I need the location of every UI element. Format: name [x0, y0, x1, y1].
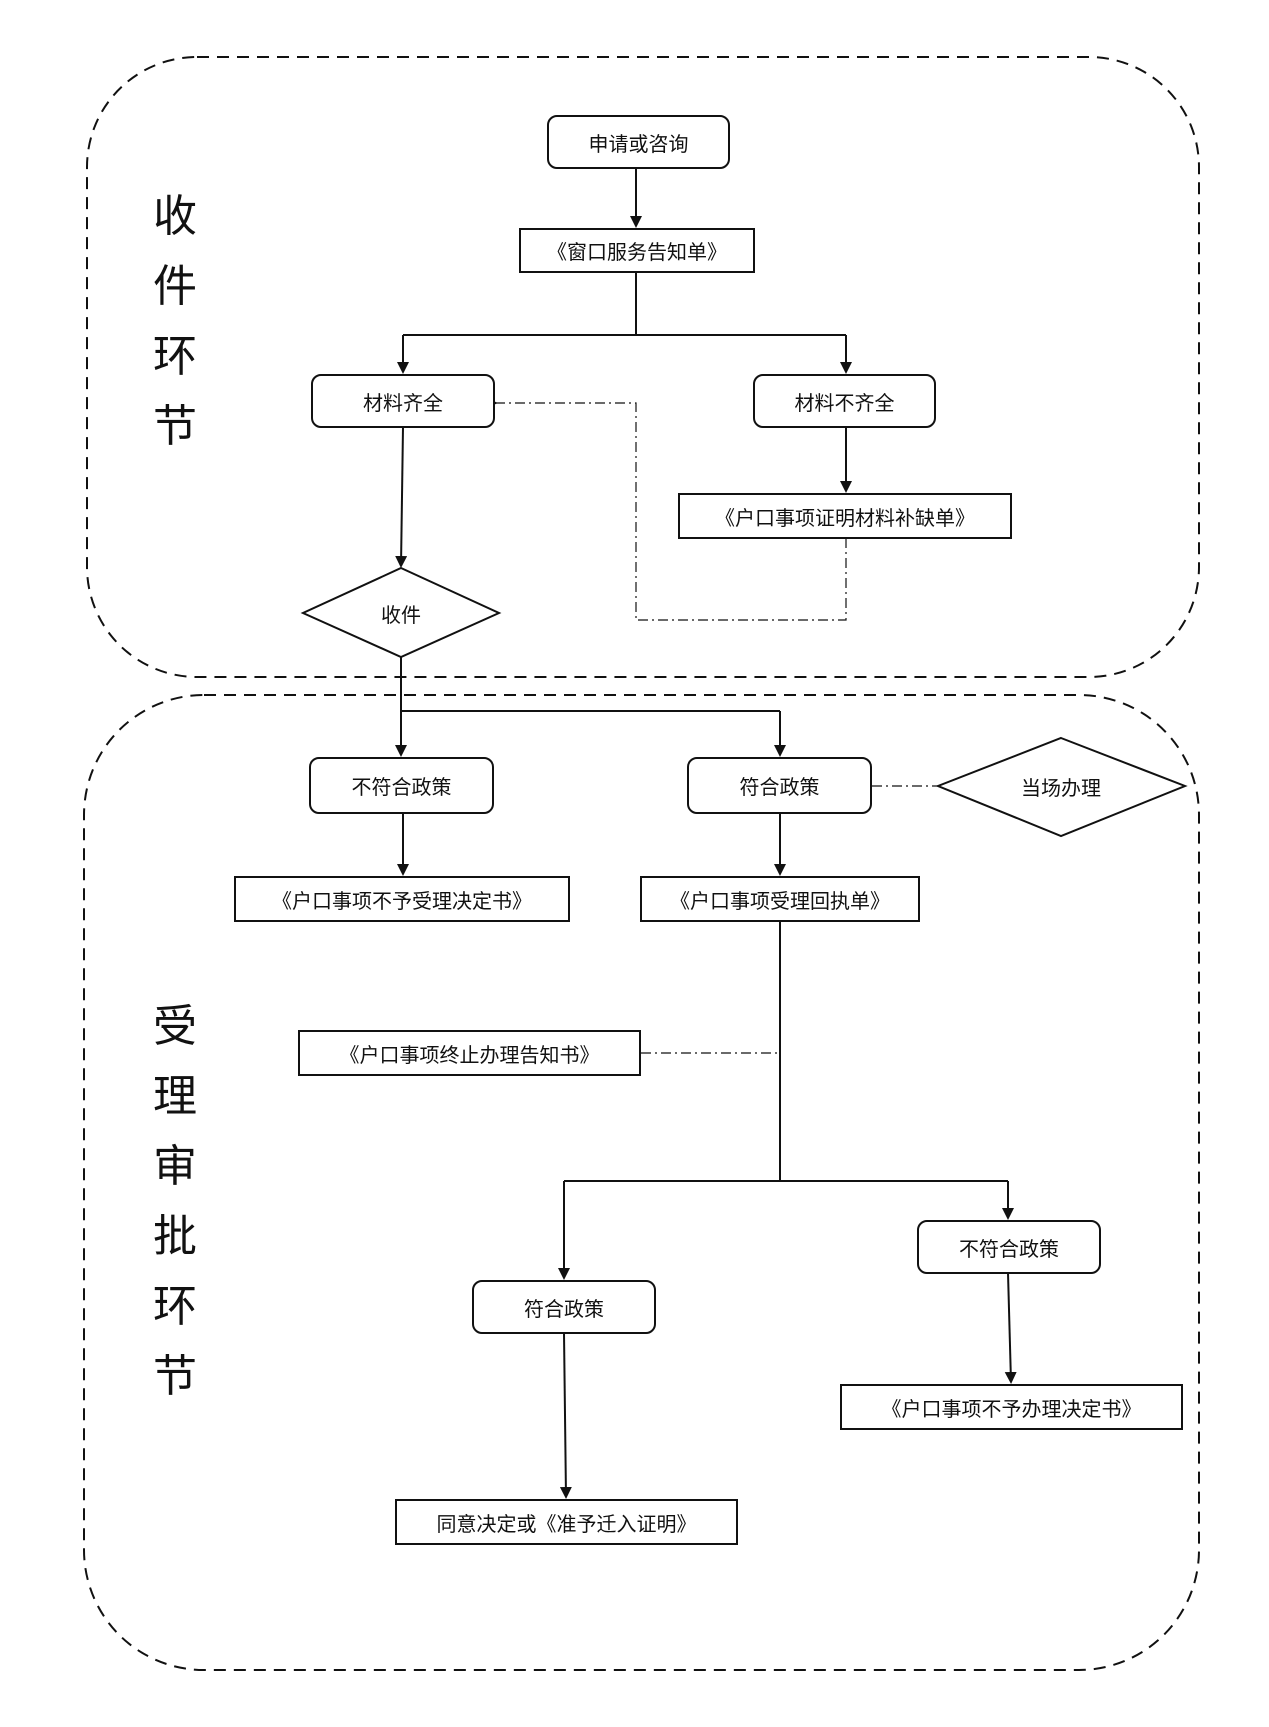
reject-acceptance-node[interactable]: 《户口事项不予受理决定书》	[234, 876, 570, 922]
not-compliant-1-node[interactable]: 不符合政策	[309, 757, 494, 814]
materials-complete-node[interactable]: 材料齐全	[311, 374, 495, 428]
review-char-4: 批	[153, 1211, 197, 1262]
on-site-label: 当场办理	[1021, 775, 1101, 800]
intake-char-1: 收	[153, 191, 197, 242]
edge-complete-to-receive	[395, 426, 408, 568]
intake-stage-label: 收 件 环 节	[145, 195, 205, 475]
intake-char-4: 节	[153, 401, 197, 452]
compliant-1-node[interactable]: 符合政策	[687, 757, 872, 814]
edge-compliant-to-approval	[559, 1332, 572, 1499]
supplement-form-node[interactable]: 《户口事项证明材料补缺单》	[678, 493, 1012, 539]
review-char-5: 环	[153, 1281, 197, 1332]
receive-label: 收件	[381, 602, 421, 627]
apply-node[interactable]: 申请或咨询	[547, 115, 730, 169]
reject-handling-node[interactable]: 《户口事项不予办理决定书》	[840, 1384, 1183, 1430]
intake-char-3: 环	[153, 331, 197, 382]
termination-notice-node[interactable]: 《户口事项终止办理告知书》	[298, 1030, 641, 1076]
edge-supplement-feedback	[496, 403, 847, 621]
intake-stage-boundary	[86, 56, 1200, 678]
window-notice-node[interactable]: 《窗口服务告知单》	[519, 228, 755, 273]
review-char-3: 审	[153, 1141, 197, 1192]
receive-diamond[interactable]	[300, 566, 502, 659]
on-site-diamond[interactable]	[935, 736, 1188, 838]
review-stage-boundary	[83, 694, 1200, 1671]
intake-char-2: 件	[153, 261, 197, 312]
not-compliant-2-node[interactable]: 不符合政策	[917, 1220, 1101, 1274]
edge-not-compliant-to-reject-handling	[1004, 1272, 1017, 1384]
review-char-6: 节	[153, 1351, 197, 1402]
review-char-2: 理	[153, 1071, 197, 1122]
acceptance-receipt-node[interactable]: 《户口事项受理回执单》	[640, 876, 920, 922]
review-char-1: 受	[153, 1001, 197, 1052]
materials-incomplete-node[interactable]: 材料不齐全	[753, 374, 936, 428]
approval-node[interactable]: 同意决定或《准予迁入证明》	[395, 1499, 738, 1545]
review-stage-label: 受 理 审 批 环 节	[145, 1005, 205, 1425]
compliant-2-node[interactable]: 符合政策	[472, 1280, 656, 1334]
